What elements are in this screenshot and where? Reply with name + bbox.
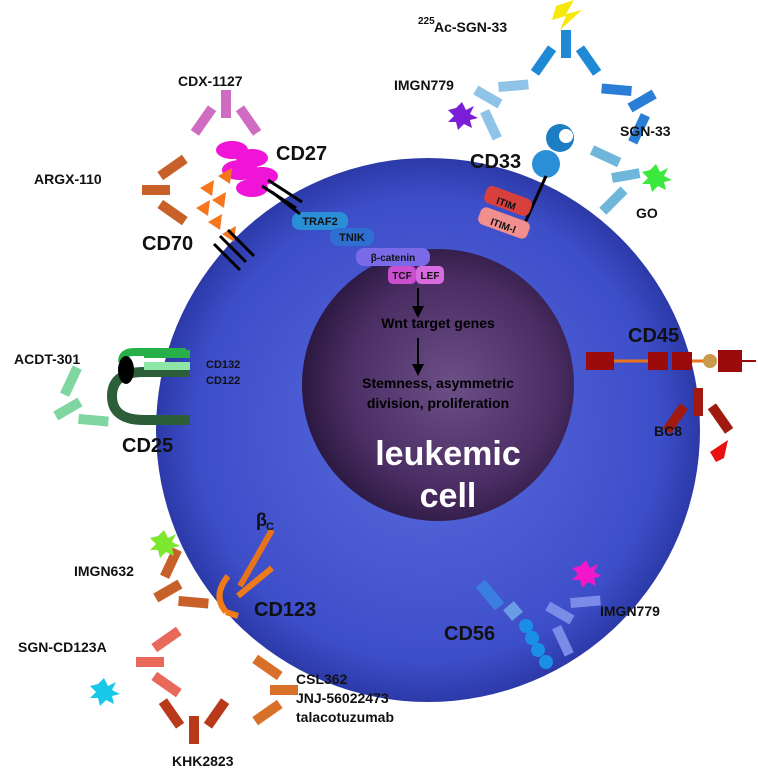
go-label: GO bbox=[636, 205, 658, 221]
khk2823-label: KHK2823 bbox=[172, 753, 234, 769]
beta-catenin-box bbox=[356, 248, 430, 266]
cd45-label: CD45 bbox=[628, 325, 679, 347]
cd123-receptor bbox=[216, 528, 275, 619]
talacotuzumab-label: talacotuzumab bbox=[296, 709, 394, 725]
sgn-cd123a-payload-icon bbox=[90, 678, 120, 706]
cd132-label: CD132 bbox=[206, 359, 240, 371]
cd56-label: CD56 bbox=[444, 623, 495, 645]
imgn632-label: IMGN632 bbox=[74, 563, 134, 579]
cd25-receptor bbox=[106, 348, 190, 425]
cell-title-leukemic: leukemic bbox=[375, 435, 521, 473]
argx110-label: ARGX-110 bbox=[34, 171, 102, 187]
csl362-antibody bbox=[252, 654, 298, 726]
sgn-cd123a-label: SGN-CD123A bbox=[18, 639, 107, 655]
cd56-receptor bbox=[475, 579, 553, 669]
khk2823-antibody bbox=[158, 698, 230, 744]
ac-sgn33-label: Ac-SGN-33 bbox=[434, 19, 507, 35]
ac-sgn33-antibody bbox=[530, 29, 602, 76]
beta-catenin-label: β-catenin bbox=[371, 253, 415, 264]
imgn632-payload-icon bbox=[150, 530, 180, 558]
imgn779-top-label: IMGN779 bbox=[394, 77, 454, 93]
csl362-label: CSL362 bbox=[296, 671, 348, 687]
lef-box bbox=[416, 266, 444, 284]
tcf-label: TCF bbox=[392, 271, 411, 282]
bc8-label: BC8 bbox=[654, 423, 682, 439]
tcf-box bbox=[388, 266, 416, 284]
cd123-label: CD123 bbox=[254, 599, 316, 621]
ac-sgn33-superscript: 225 bbox=[418, 16, 435, 27]
imgn779-top-antibody bbox=[458, 59, 533, 144]
bc8-payload-icon bbox=[710, 440, 728, 462]
actinium-lightning-icon bbox=[552, 0, 582, 30]
nucleus-text-wnt: Wnt target genes bbox=[381, 315, 495, 331]
cd122-label: CD122 bbox=[206, 375, 240, 387]
imgn779-bottom-payload-icon bbox=[572, 560, 602, 588]
imgn779-top-payload-icon bbox=[448, 102, 478, 130]
acdt301-label: ACDT-301 bbox=[14, 351, 80, 367]
tnik-label: TNIK bbox=[339, 232, 365, 244]
imgn779-bottom-label: IMGN779 bbox=[600, 603, 660, 619]
beta-c-label: β bbox=[256, 510, 267, 530]
cd33-receptor bbox=[478, 124, 574, 239]
cd70-ligand bbox=[196, 168, 256, 272]
nucleus bbox=[302, 249, 574, 521]
traf2-label: TRAF2 bbox=[302, 216, 337, 228]
lef-label: LEF bbox=[421, 271, 440, 282]
acdt301-antibody bbox=[38, 362, 113, 447]
cdx1127-antibody bbox=[190, 90, 262, 136]
cd45-receptor bbox=[586, 350, 756, 372]
sgn33-label: SGN-33 bbox=[620, 123, 671, 139]
cell-title-cell: cell bbox=[420, 477, 477, 515]
jnj-label: JNJ-56022473 bbox=[296, 690, 389, 706]
beta-c-subscript: C bbox=[266, 521, 274, 533]
cd25-label: CD25 bbox=[122, 435, 173, 457]
cd33-label: CD33 bbox=[470, 151, 521, 173]
cd70-label: CD70 bbox=[142, 233, 193, 255]
nucleus-text-division: division, proliferation bbox=[367, 395, 509, 411]
traf2-box bbox=[292, 212, 348, 230]
argx110-antibody bbox=[142, 154, 188, 226]
cdx1127-label: CDX-1127 bbox=[178, 73, 243, 89]
sgn-cd123a-antibody bbox=[136, 626, 182, 698]
tnik-box bbox=[330, 228, 374, 246]
cd27-label: CD27 bbox=[276, 143, 327, 165]
go-payload-icon bbox=[642, 164, 672, 192]
nucleus-text-stemness: Stemness, asymmetric bbox=[362, 375, 514, 391]
